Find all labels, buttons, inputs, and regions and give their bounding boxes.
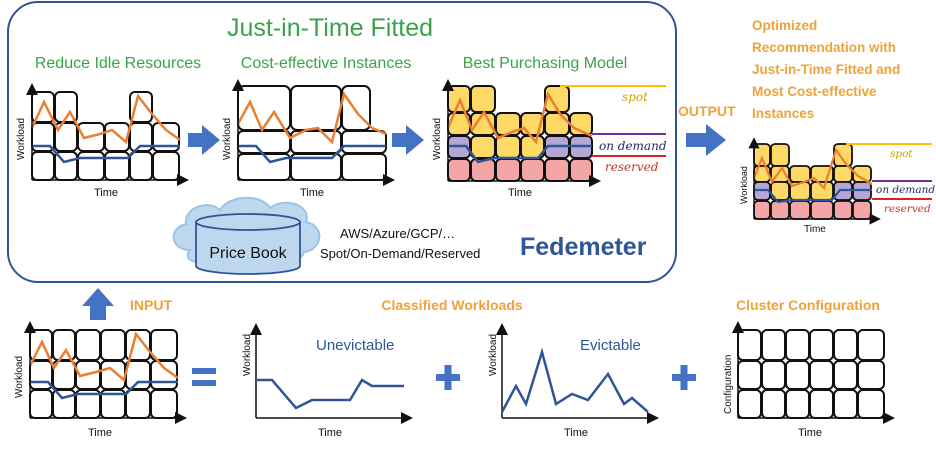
unevictable-line bbox=[256, 378, 404, 410]
evictable-line bbox=[752, 147, 873, 191]
x-axis-label: Time bbox=[318, 427, 342, 439]
price-book-cloud: Price Book bbox=[172, 196, 321, 275]
unevictable-line bbox=[754, 188, 872, 204]
arrow-stage-2-to-3 bbox=[392, 125, 424, 155]
panel-reduce-idle: Workload Time bbox=[16, 83, 189, 199]
database-icon bbox=[195, 222, 301, 275]
evictable-label: Evictable bbox=[580, 337, 641, 354]
plus-sign bbox=[436, 365, 460, 390]
x-axis-label: Time bbox=[798, 427, 822, 439]
y-axis-label: Workload bbox=[432, 118, 443, 160]
output-description: Optimized Recommendation with Just-in-Ti… bbox=[752, 18, 900, 121]
unevictable-label: Unevictable bbox=[316, 337, 394, 354]
y-axis-label: Workload bbox=[16, 118, 27, 160]
panel-evictable: Evictable Workload Time bbox=[488, 323, 659, 439]
output-line-1: Optimized bbox=[752, 18, 817, 33]
input-arrow bbox=[82, 288, 114, 320]
evictable-line bbox=[28, 331, 179, 383]
spot-label: spot bbox=[622, 90, 648, 104]
input-label: INPUT bbox=[130, 297, 172, 313]
output-line-2: Recommendation with bbox=[752, 40, 896, 55]
unevictable-line bbox=[30, 380, 178, 400]
y-axis-label: Workload bbox=[488, 334, 499, 376]
panel-cluster-configuration: Configuration Time bbox=[723, 321, 895, 439]
purchase-types-text: Spot/On-Demand/Reserved bbox=[320, 246, 480, 261]
x-axis-label: Time bbox=[564, 427, 588, 439]
output-line-5: Instances bbox=[752, 106, 814, 121]
evictable-line bbox=[446, 90, 593, 145]
output-line-4: Most Cost-effective bbox=[752, 84, 877, 99]
stage-3-label: Best Purchasing Model bbox=[463, 55, 628, 72]
y-axis-label: Configuration bbox=[723, 355, 734, 414]
output-label: OUTPUT bbox=[678, 103, 736, 119]
on-demand-label: on demand bbox=[876, 184, 935, 196]
spot-label: spot bbox=[890, 148, 913, 160]
output-arrow bbox=[686, 124, 726, 156]
evictable-line bbox=[236, 91, 387, 145]
panel-input-workload: Workload Time bbox=[14, 321, 187, 439]
x-axis-label: Time bbox=[508, 187, 532, 199]
cluster-configuration-title: Cluster Configuration bbox=[736, 297, 880, 313]
main-title: Just-in-Time Fitted bbox=[227, 14, 433, 42]
x-axis-label: Time bbox=[804, 224, 826, 235]
plus-sign bbox=[672, 365, 696, 390]
panel-purchasing-model: spot on demand reserved Workload Time bbox=[432, 79, 667, 199]
stage-2-label: Cost-effective Instances bbox=[241, 55, 411, 72]
arrow-stage-1-to-2 bbox=[188, 125, 220, 155]
x-axis-label: Time bbox=[300, 187, 324, 199]
equals-sign bbox=[192, 368, 216, 386]
y-axis-label: Workload bbox=[242, 334, 253, 376]
evictable-line bbox=[500, 347, 649, 413]
panel-cost-effective: Workload Time bbox=[222, 79, 395, 199]
reserved-label: reserved bbox=[884, 203, 931, 215]
panel-unevictable: Unevictable Workload Time bbox=[242, 323, 413, 439]
y-axis-label: Workload bbox=[739, 166, 749, 204]
x-axis-label: Time bbox=[88, 427, 112, 439]
price-book-label: Price Book bbox=[209, 245, 287, 262]
y-axis-label: Workload bbox=[222, 118, 233, 160]
x-axis-label: Time bbox=[94, 187, 118, 199]
classified-workloads-title: Classified Workloads bbox=[381, 297, 523, 313]
on-demand-label: on demand bbox=[599, 139, 667, 153]
reserved-label: reserved bbox=[605, 160, 659, 174]
brand-name: Fedemeter bbox=[520, 233, 647, 261]
stage-1-label: Reduce Idle Resources bbox=[35, 55, 201, 72]
unevictable-line bbox=[32, 144, 180, 164]
providers-text: AWS/Azure/GCP/… bbox=[340, 226, 455, 241]
unevictable-line bbox=[448, 144, 592, 164]
output-line-3: Just-in-Time Fitted and bbox=[752, 62, 900, 77]
panel-output-result: spot on demand reserved Workload Time bbox=[739, 137, 935, 235]
y-axis-label: Workload bbox=[14, 356, 25, 398]
evictable-line bbox=[30, 93, 181, 145]
unevictable-line bbox=[238, 144, 386, 164]
